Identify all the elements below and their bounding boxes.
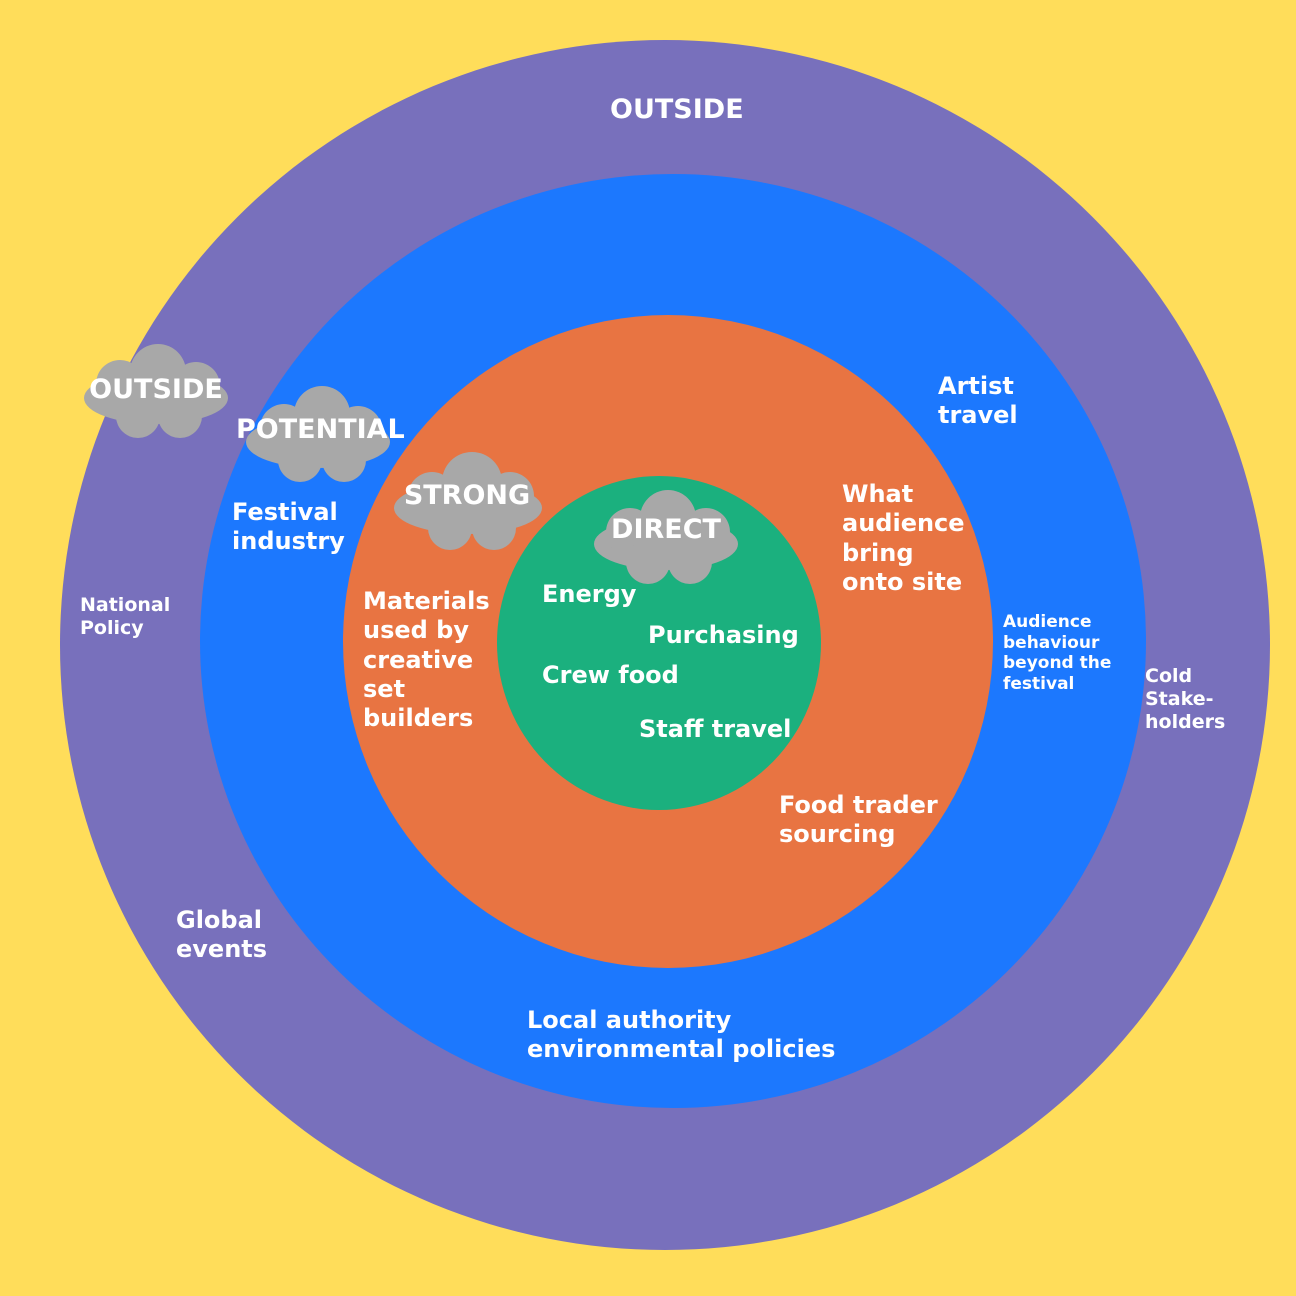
festival-industry-label: Festival industry: [232, 498, 345, 556]
cloud-icon: [246, 386, 390, 482]
food-trader-label: Food trader sourcing: [779, 791, 938, 849]
national-policy-label: National Policy: [80, 594, 171, 640]
cold-stakeholders-label: Cold Stake- holders: [1145, 665, 1226, 734]
artist-travel-label: Artist travel: [938, 372, 1018, 430]
strong-cloud-label: STRONG: [403, 480, 531, 511]
global-events-label: Global events: [176, 906, 268, 964]
direct-cloud-label: DIRECT: [611, 514, 721, 545]
energy-label: Energy: [542, 580, 637, 608]
potential-cloud-label: POTENTIAL: [236, 414, 405, 445]
outside-cloud: OUTSIDE: [78, 342, 234, 444]
audience-behaviour-label: Audience behaviour beyond the festival: [1003, 612, 1112, 695]
outside-title: OUTSIDE: [610, 94, 744, 125]
direct-cloud: DIRECT: [588, 488, 744, 588]
strong-cloud: STRONG: [388, 450, 546, 554]
cloud-icon: [594, 490, 738, 584]
cloud-icon: [84, 344, 228, 438]
outside-cloud-label: OUTSIDE: [89, 374, 223, 405]
audience-bring-label: What audience bring onto site: [842, 480, 965, 596]
crew-food-label: Crew food: [542, 661, 679, 689]
materials-label: Materials used by creative set builders: [363, 587, 490, 733]
potential-cloud: POTENTIAL: [236, 384, 405, 486]
cloud-icon: [394, 452, 542, 550]
local-authority-label: Local authority environmental policies: [527, 1006, 836, 1064]
purchasing-label: Purchasing: [648, 621, 799, 649]
staff-travel-label: Staff travel: [639, 715, 792, 743]
